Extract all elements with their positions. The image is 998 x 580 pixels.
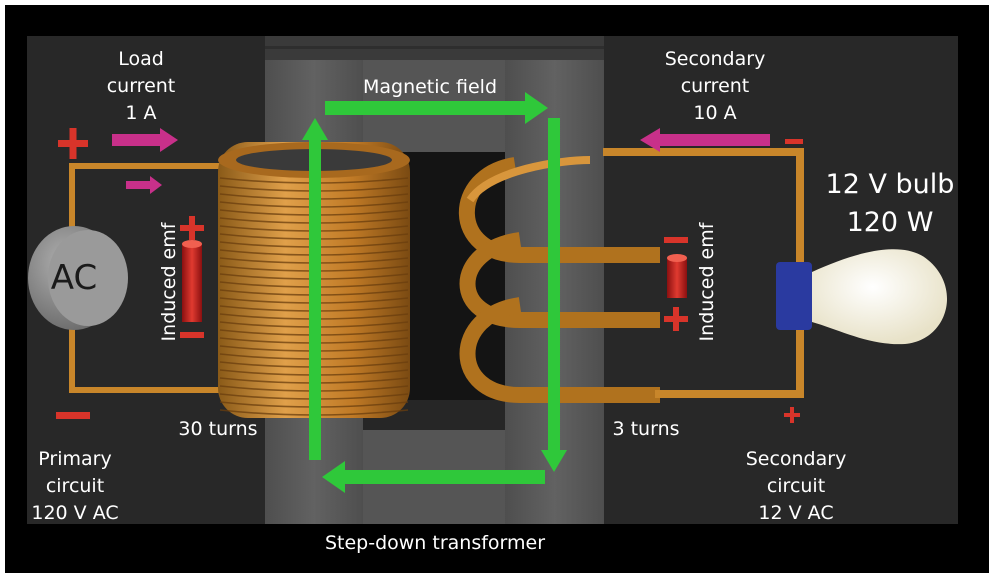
primary-circuit-line-3: 120 V AC [31,502,119,524]
ac-source-label: AC [50,258,98,298]
induced-emf-secondary-cell [667,254,687,298]
induced-emf-primary-cell [182,240,202,322]
secondary-circuit-line-3: 12 V AC [758,502,834,524]
current-arrows [112,128,770,194]
secondary-circuit-line-2: circuit [766,475,826,497]
bulb-voltage: 12 V bulb [825,169,955,200]
polarity-signs [56,128,803,423]
magnetic-field-label: Magnetic field [362,76,498,98]
primary-turns-label: 30 turns [178,418,258,440]
load-current-label: Load current 1 A [96,46,186,127]
primary-circuit-label: Primary circuit 120 V AC [20,446,130,527]
primary-circuit-line-2: circuit [45,475,105,497]
secondary-current-label: Secondary current 10 A [640,46,790,127]
ac-source [28,226,128,330]
primary-circuit-line-1: Primary [38,448,112,470]
load-current-line-1: Load [118,48,164,70]
induced-emf-secondary-label: Induced emf [696,222,718,342]
load-current-line-3: 1 A [125,102,157,124]
secondary-circuit-line-1: Secondary [745,448,847,470]
bulb-rating-label: 12 V bulb 120 W [820,166,960,242]
secondary-coil [458,156,660,403]
magnetic-field-arrows [302,92,567,493]
secondary-current-line-2: current [680,75,750,97]
induced-emf-primary-label: Induced emf [158,222,180,342]
bulb [776,249,948,345]
secondary-circuit-label: Secondary circuit 12 V AC [728,446,864,527]
diagram-caption: Step-down transformer [324,532,546,554]
bulb-power: 120 W [846,207,934,238]
secondary-wire [603,148,804,398]
secondary-current-line-1: Secondary [664,48,766,70]
secondary-turns-label: 3 turns [612,418,680,440]
primary-wire [69,163,228,393]
load-current-line-2: current [106,75,176,97]
secondary-current-line-3: 10 A [693,102,737,124]
